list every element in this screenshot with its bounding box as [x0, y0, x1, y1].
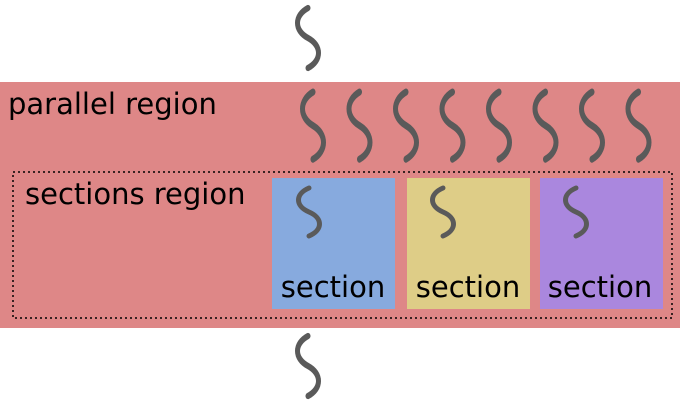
master-thread-top-icon [298, 8, 319, 68]
section-box-3 [540, 178, 663, 309]
master-thread-bottom-icon [298, 336, 319, 396]
section-block-1: section [272, 178, 395, 309]
sections-region [12, 171, 673, 319]
section-block-2: section [407, 178, 530, 309]
sections-region-label: sections region [25, 177, 246, 211]
section-box-1 [272, 178, 395, 309]
section-label-2: section [416, 270, 520, 304]
section-label-3: section [548, 270, 652, 304]
section-label-1: section [281, 270, 385, 304]
section-box-2 [407, 178, 530, 309]
section-block-3: section [540, 178, 663, 309]
parallel-region-label: parallel region [8, 87, 217, 121]
